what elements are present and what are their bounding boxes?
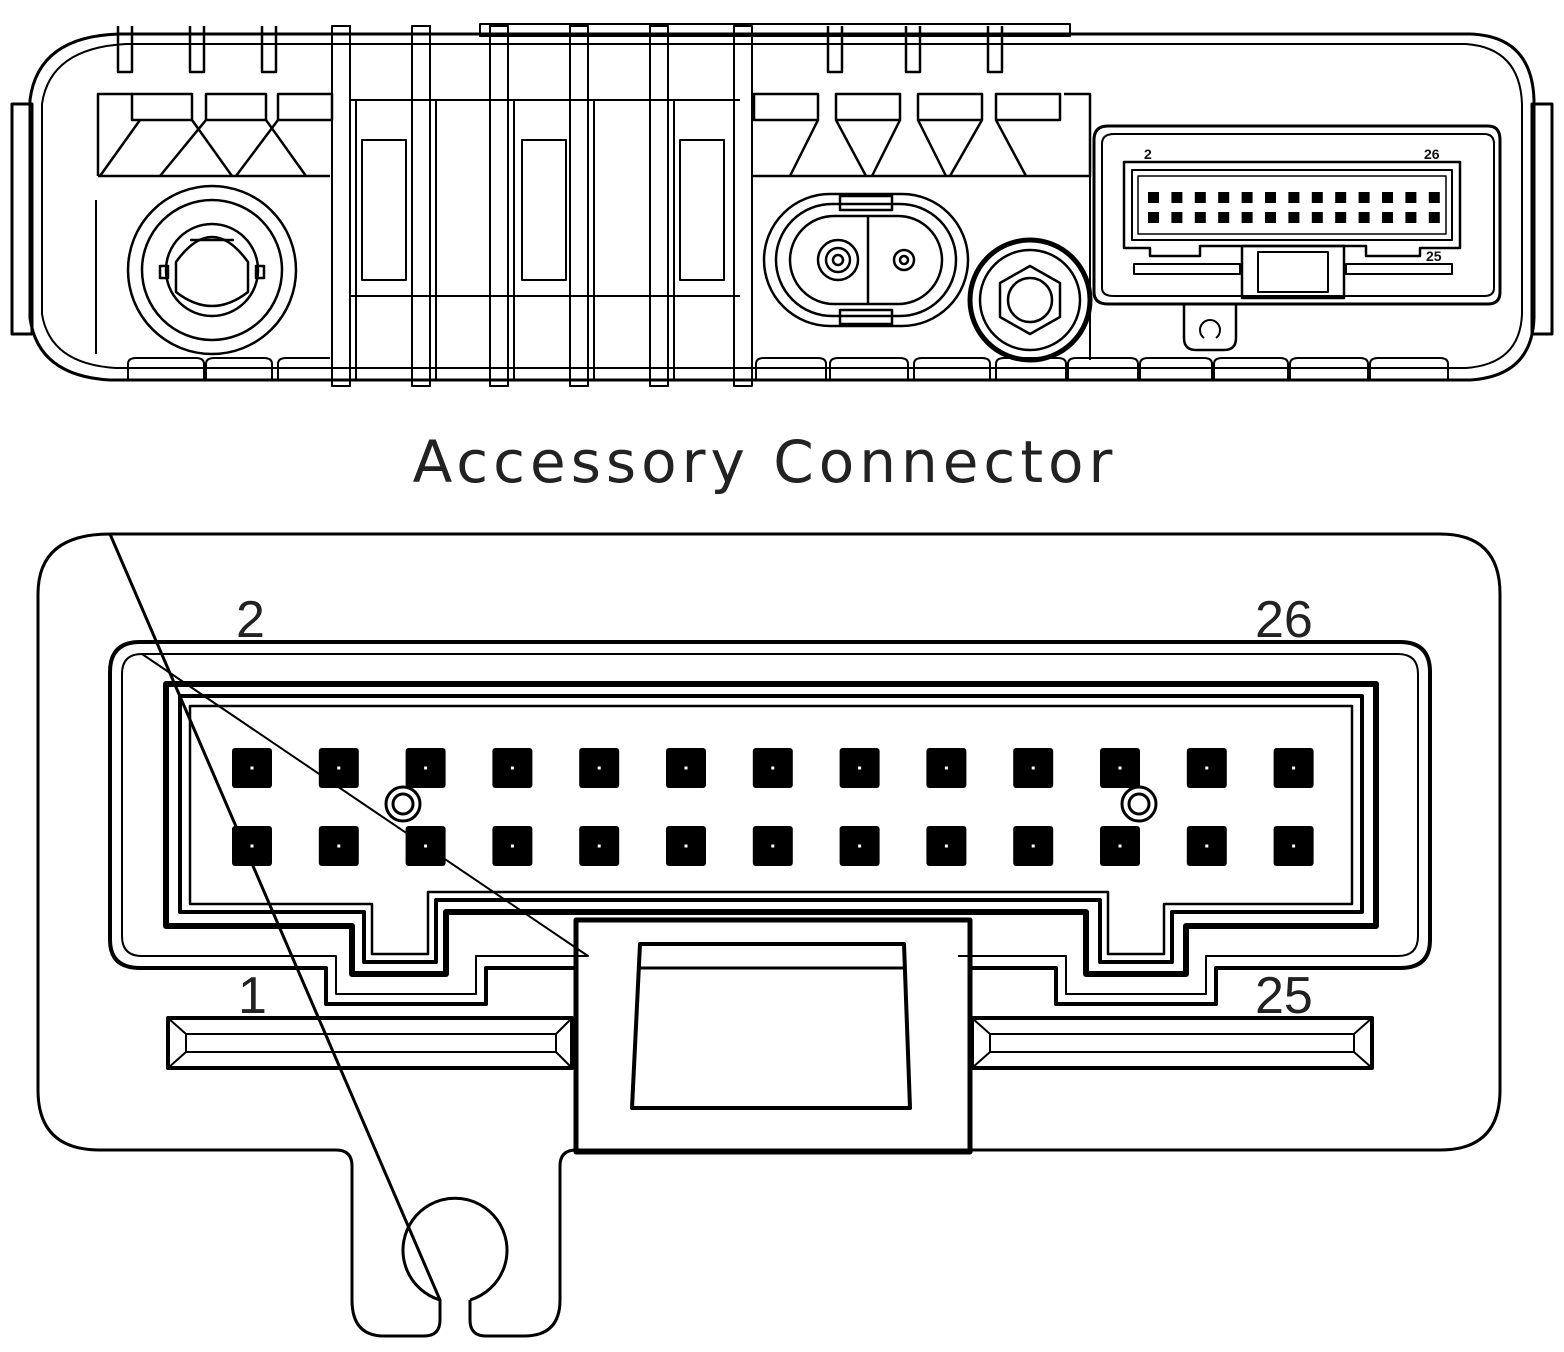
pin-center-22 [1118,766,1122,770]
pin-center-10 [597,766,601,770]
pin-housing [163,681,1379,977]
mini-pin-24 [1405,192,1417,203]
pin-center-3 [337,844,341,848]
mini-pin-2 [1148,192,1159,203]
pin-center-13 [771,844,775,848]
pin-center-6 [424,766,428,770]
mini-pin-8 [1218,192,1230,203]
guide-rail-right [970,1016,1374,1070]
mini-pin-grid [1148,192,1440,223]
mini-pin-20 [1358,192,1370,203]
connector-shroud-inner [121,653,1419,995]
pin-center-26 [1292,766,1296,770]
mini-pin-10 [1241,192,1253,203]
radio-rear-panel [10,23,1554,387]
mini-pin-21 [1382,212,1393,223]
pin-housing-face [188,704,1354,956]
right-side-tab [1530,102,1554,336]
pin-center-2 [250,766,254,770]
pin-center-1 [250,844,254,848]
pin-center-16 [858,766,862,770]
mini-pin-9 [1241,212,1253,223]
mini-pin-label-26: 26 [1424,146,1440,162]
mini-pin-13 [1288,212,1300,223]
mini-pin-15 [1311,212,1323,223]
mini-accessory-connector [1092,124,1502,352]
pin-center-23 [1205,844,1209,848]
guide-rail-left [166,1016,574,1070]
pin-center-9 [597,844,601,848]
pin-center-24 [1205,766,1209,770]
mini-pin-17 [1335,212,1347,223]
pin-center-14 [771,766,775,770]
mini-pin-4 [1171,192,1183,203]
top-notches-right [752,26,1092,178]
inner-panel [95,176,1091,360]
mini-pin-26 [1428,192,1440,203]
diagram-title: Accessory Connector [412,428,1118,496]
pin-center-19 [1031,844,1035,848]
mini-pin-16 [1311,192,1323,203]
pin-center-15 [858,844,862,848]
mini-pin-14 [1288,192,1300,203]
top-fin-band [479,23,1071,37]
mini-pin-label-25: 25 [1426,248,1442,264]
pin-label-1: 1 [238,967,267,1025]
mounting-hole [401,1196,509,1302]
pin-center-20 [1031,766,1035,770]
polarization-holes [384,785,1158,823]
mini-pin-19 [1358,212,1370,223]
pin-center-7 [510,844,514,848]
pin-label-25: 25 [1255,967,1313,1025]
pin-center-5 [424,844,428,848]
power-connector [762,192,970,328]
pin-grid [232,748,1314,866]
pin-center-25 [1292,844,1296,848]
accessory-connector-enlarged [36,532,1502,1338]
pin-label-2: 2 [236,591,265,649]
pin-center-21 [1118,844,1122,848]
connector-latch [573,917,973,1155]
top-notches-left [96,26,334,178]
pin-center-17 [944,844,948,848]
radio-housing-outline [28,32,1536,382]
mini-pin-11 [1265,212,1276,223]
pin-housing-inner [178,694,1364,964]
mini-pin-3 [1171,212,1183,223]
pin-center-12 [684,766,688,770]
mini-pin-1 [1148,212,1159,223]
mini-pin-12 [1265,192,1276,203]
pin-center-11 [684,844,688,848]
pin-center-8 [510,766,514,770]
mini-pin-5 [1194,212,1206,223]
mini-pin-23 [1405,212,1417,223]
pin-center-18 [944,766,948,770]
heat-sink-fins [331,25,753,387]
ground-screw [967,237,1093,363]
pin-center-4 [337,766,341,770]
connector-plate-outline [36,532,1502,1338]
radio-housing-inner [41,43,1523,369]
mini-pin-22 [1382,192,1393,203]
left-side-tab [10,102,34,336]
mini-pin-18 [1335,192,1347,203]
pin-label-26: 26 [1255,591,1313,649]
mini-pin-25 [1428,212,1440,223]
bnc-antenna-connector [126,184,298,356]
mini-pin-label-2: 2 [1144,146,1152,162]
mini-pin-7 [1218,212,1230,223]
mini-pin-6 [1194,192,1206,203]
